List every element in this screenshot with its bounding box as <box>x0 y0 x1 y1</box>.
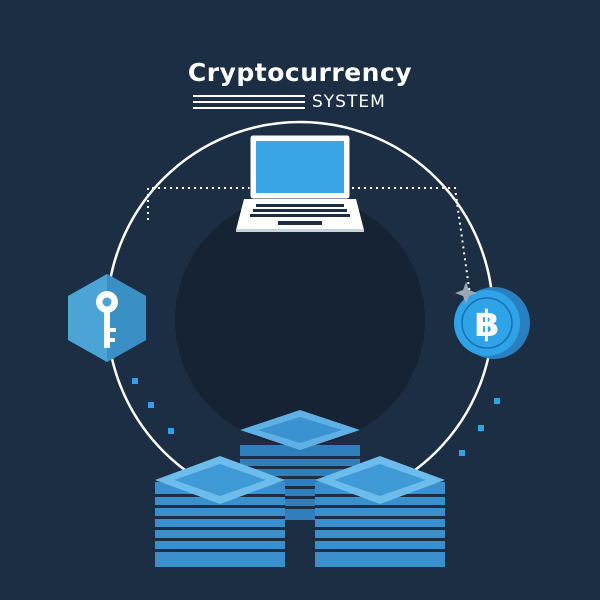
dot-squares-left <box>132 378 174 434</box>
bitcoin-coin-icon: ฿ <box>454 282 530 359</box>
dotted-connector-left <box>147 187 250 222</box>
title-stripes <box>193 95 305 113</box>
svg-text:฿: ฿ <box>474 304 499 345</box>
laptop-icon <box>236 134 364 232</box>
key-icon <box>68 274 146 362</box>
subtitle: SYSTEM <box>312 92 386 112</box>
server-stack-icon <box>155 410 445 567</box>
dotted-connector-right <box>352 187 471 296</box>
title: Cryptocurrency <box>187 58 413 87</box>
dot-squares-right <box>459 398 500 456</box>
inner-circle <box>175 195 425 445</box>
